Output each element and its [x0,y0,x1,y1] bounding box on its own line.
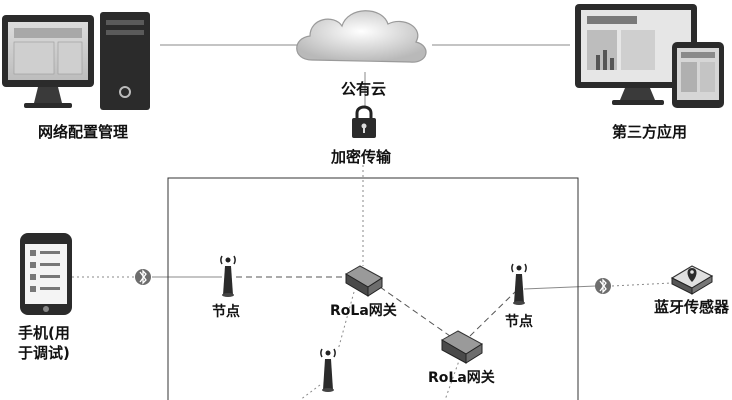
bluetooth-sensor-icon [670,265,714,295]
line-gateway-to-rightnode [469,291,516,337]
local-network-frame [167,177,579,400]
desktop-computer-icon [2,12,150,110]
antenna-node-icon [511,263,527,305]
label-phone-debug-2: 于调试) [18,344,70,362]
label-bluetooth-sensor: 蓝牙传感器 [654,298,730,316]
monitor-tablet-icon [575,4,724,108]
cloud-icon [296,10,427,63]
label-node-left: 节点 [212,304,240,320]
line-gateway-to-bottomnode [337,291,355,351]
antenna-node-icon [220,255,236,297]
label-gateway-lower: RoLa网关 [428,370,495,386]
label-gateway-center: RoLa网关 [330,303,397,319]
line-bluetooth-to-sensor [611,282,673,287]
antenna-node-icon [320,348,336,392]
line-gateway-to-gateway [379,286,451,337]
label-network-config: 网络配置管理 [38,123,129,141]
label-phone-debug-1: 手机(用 [18,324,70,342]
label-public-cloud: 公有云 [341,80,387,98]
label-third-party-app: 第三方应用 [612,123,688,141]
bluetooth-icon [135,269,151,285]
label-encrypted-transfer: 加密传输 [331,148,392,166]
gateway-router-icon [440,330,483,364]
gateway-router-icon [345,265,383,297]
line-bottomnode-to-left [299,384,321,400]
smartphone-icon [20,233,72,315]
connection-lines [72,44,673,400]
line-rightnode-to-bluetooth [523,285,597,290]
label-node-right: 节点 [505,314,533,330]
padlock-icon [352,105,376,138]
bluetooth-icon [595,278,611,294]
